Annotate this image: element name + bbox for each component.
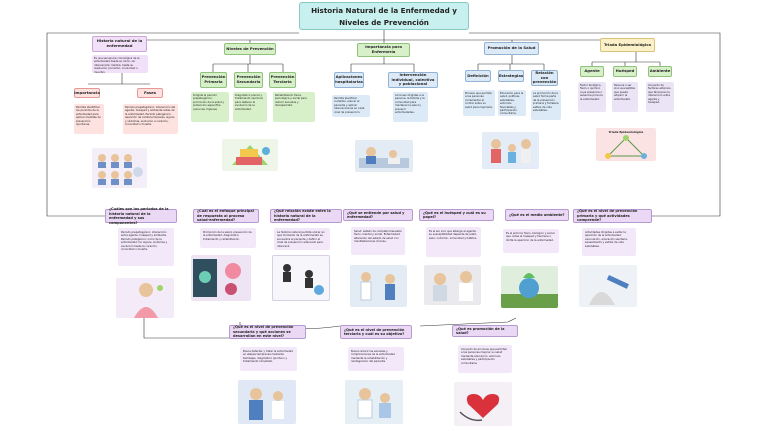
rehabilitation-image <box>345 380 403 424</box>
importancia-body: Permite identificar los periodos de la e… <box>74 104 104 134</box>
prevention-pyramid-image <box>222 139 278 171</box>
answer-2: Promoción de la salud, prevención de la … <box>200 228 256 248</box>
medical-checkup-image <box>238 380 296 424</box>
relacion-label: Relación con prevención <box>531 70 558 86</box>
question-1: ¿Cuáles son los periodos de la historia … <box>105 207 177 225</box>
aplicaciones-body: Permite planificar cuidados, educar al p… <box>332 95 370 117</box>
question-8: ¿Qué es el nivel de prevención secundari… <box>229 325 306 339</box>
terciaria-label: Prevención Terciaria <box>269 72 296 88</box>
nurse-patient-image <box>355 140 413 172</box>
historia-header: Historia natural de la enfermedad <box>92 36 147 52</box>
answer-10: Conjunto de acciones que permiten a las … <box>458 345 512 373</box>
relacion-body: La promoción de la salud forma parte de … <box>531 90 561 120</box>
heart-stethoscope-image <box>454 382 512 426</box>
triada-diagram-image: Triada Epidemiológica <box>596 128 656 161</box>
intervencion-body: Acciones dirigidas a la persona, la fami… <box>393 92 428 122</box>
estrategias-body: Educación para la salud, políticas salud… <box>498 90 526 116</box>
secundaria-label: Prevención Secundaria <box>234 72 263 88</box>
importancia-label: Importancia <box>74 88 100 98</box>
answer-1: Periodo prepatogénico: interacción entre… <box>118 228 174 266</box>
elderly-people-image <box>92 148 147 188</box>
intervencion-label: Intervención individual, colectiva y pob… <box>388 72 438 88</box>
patient-care-image <box>424 265 481 305</box>
definicion-body: Proceso que permite a las personas incre… <box>463 90 495 116</box>
primaria-label: Prevención Primaria <box>200 72 227 88</box>
aplicaciones-label: Aplicaciones hospitalarias <box>334 72 364 88</box>
family-health-image <box>482 132 539 169</box>
answer-7: Actividades dirigidas a evitar la aparic… <box>582 228 636 256</box>
question-10: ¿Qué es promoción de la salud? <box>452 325 518 337</box>
answer-5: Es el ser vivo que alberga al agente; su… <box>426 227 481 257</box>
medical-icons-image <box>272 255 330 301</box>
definicion-label: Definición <box>465 70 491 82</box>
answer-8: Busca detectar y tratar la enfermedad en… <box>240 347 297 371</box>
question-2: ¿Cuál es el enfoque principal de respues… <box>193 209 259 223</box>
triada-diagram-title: Triada Epidemiológica <box>608 130 644 134</box>
fases-label: Fases <box>137 88 163 98</box>
answer-6: Es el entorno físico, biológico y social… <box>503 229 559 253</box>
answer-4: Salud: estado de completo bienestar físi… <box>351 227 405 255</box>
answer-9: Busca reducir las secuelas y complicacio… <box>348 347 404 371</box>
question-9: ¿Qué es el nivel de prevención terciaria… <box>340 325 412 339</box>
answer-3: La historia natural permite ubicar en qu… <box>274 228 330 250</box>
triada-header: Triada Epidemiológica <box>600 38 655 52</box>
niveles-header: Niveles de Prevención <box>224 43 276 55</box>
ambiente-body: Conjunto de factores externos que favore… <box>646 82 674 112</box>
fases-body: Periodo prepatogénico: interacción del a… <box>123 104 178 134</box>
question-5: ¿Qué es el huésped y cuál es su papel? <box>419 209 494 221</box>
question-3: ¿Qué relación existe entre la historia n… <box>270 209 342 223</box>
virus-illustration-image <box>191 255 251 301</box>
question-4: ¿Qué se entiende por salud y enfermedad? <box>343 209 413 221</box>
primaria-body: Dirigida al periodo prepatogénico: promo… <box>191 92 229 122</box>
enfermeria-header: Importancia para Enfermería <box>357 43 410 57</box>
agente-label: Agente <box>580 66 604 77</box>
planet-nature-image <box>501 266 558 308</box>
estrategias-label: Estrategias <box>498 70 524 82</box>
page-title: Historia Natural de la Enfermedad y Nive… <box>299 2 469 30</box>
huesped-body: Persona o ser vivo susceptible que puede… <box>612 82 638 112</box>
secundaria-body: Diagnóstico precoz y tratamiento oportun… <box>233 92 267 122</box>
doctor-consultation-image <box>350 265 407 307</box>
promocion-header: Promoción de la Salud <box>484 42 539 55</box>
vaccination-image <box>579 265 637 307</box>
question-6: ¿Qué es el medio ambiente? <box>505 209 569 221</box>
historia-body: Es una secuencia cronológica de la enfer… <box>92 55 148 73</box>
question-7: ¿Qué es el nivel de prevención primaria … <box>573 209 652 223</box>
woman-cough-image <box>116 278 174 318</box>
ambiente-label: Ambiente <box>648 66 672 77</box>
huesped-label: Huésped <box>613 66 637 77</box>
terciaria-body: Rehabilitación física, psicológica y soc… <box>273 92 315 122</box>
agente-body: Factor biológico, físico o químico cuya … <box>578 82 606 112</box>
